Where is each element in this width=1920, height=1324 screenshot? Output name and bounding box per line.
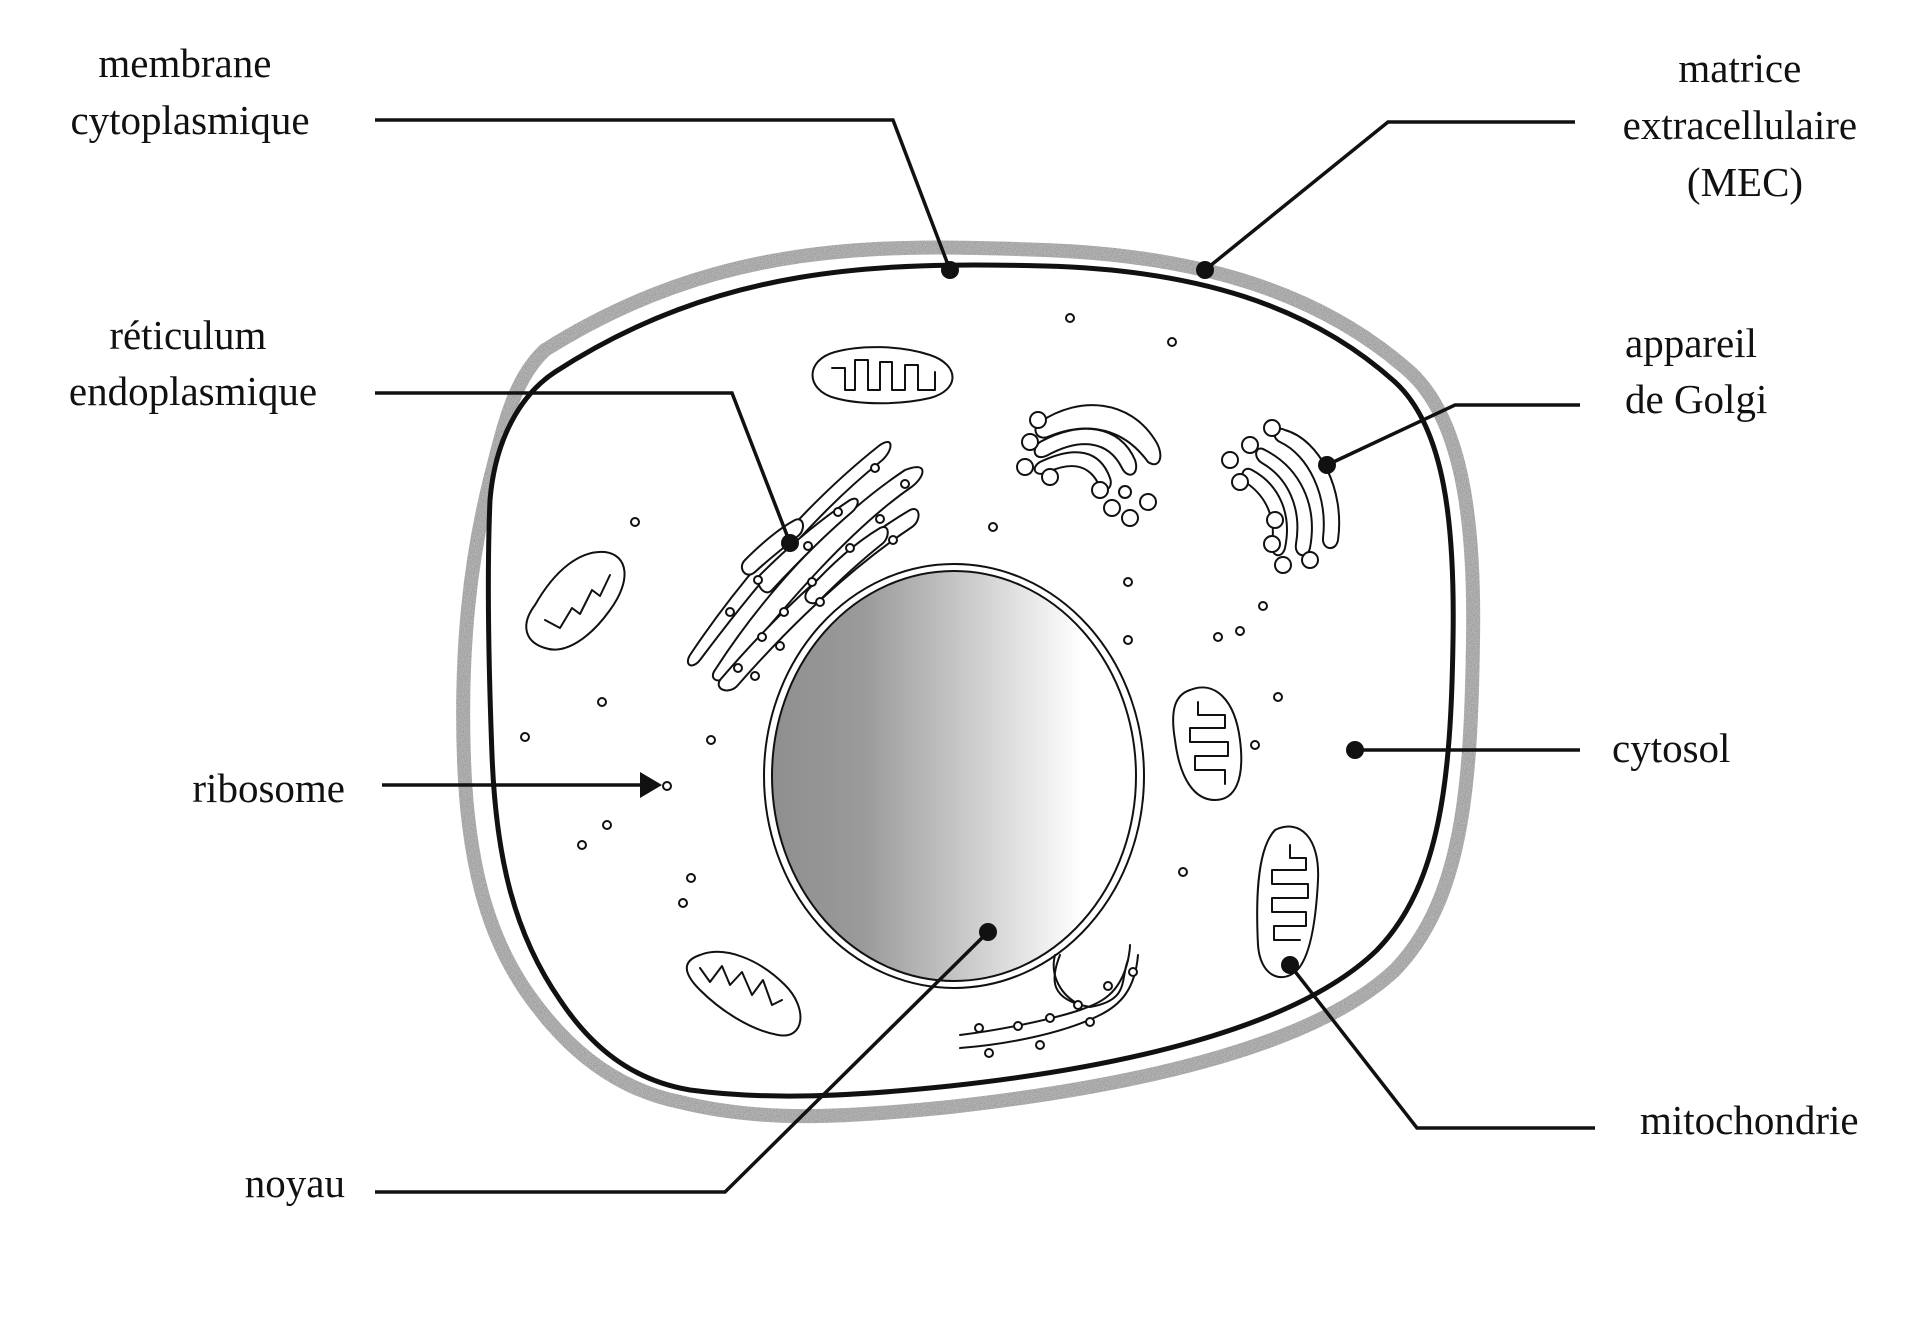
label-membrane: membrane cytoplasmique — [70, 40, 309, 143]
dot-golgi — [1318, 456, 1336, 474]
dot-reticulum — [781, 534, 799, 552]
label-reticulum: réticulum endoplasmique — [69, 312, 317, 414]
label-nucleus: noyau — [245, 1160, 345, 1206]
leader-reticulum — [375, 391, 792, 544]
label-cytosol: cytosol — [1612, 725, 1730, 771]
golgi-apparatus-right — [1221, 419, 1341, 574]
free-ribosomes — [520, 313, 1283, 908]
label-mitochondria: mitochondrie — [1640, 1097, 1859, 1143]
er-ribosomes — [725, 463, 910, 681]
leader-mitochondria — [1288, 963, 1595, 1130]
ribosome-arrowhead — [640, 772, 662, 798]
label-ribosome: ribosome — [192, 765, 345, 811]
mitochondrion-left — [525, 550, 626, 651]
leader-dots — [781, 261, 1364, 974]
dot-cytosol — [1346, 741, 1364, 759]
mitochondrion-top — [811, 346, 954, 405]
dot-nucleus — [979, 923, 997, 941]
golgi-apparatus-center — [1016, 404, 1162, 527]
leader-nucleus — [375, 930, 990, 1194]
er-extension — [959, 944, 1139, 1058]
leader-matrix — [1203, 120, 1575, 272]
leader-membrane — [375, 118, 952, 271]
dot-matrix — [1196, 261, 1214, 279]
mitochondrion-right-middle — [1172, 686, 1243, 801]
extracellular-matrix — [456, 240, 1481, 1124]
label-golgi: appareil de Golgi — [1625, 320, 1767, 422]
mitochondrion-right-lower — [1256, 825, 1320, 978]
nucleus — [763, 563, 1145, 989]
labels: membrane cytoplasmique matrice extracell… — [69, 40, 1868, 1206]
dot-membrane — [941, 261, 959, 279]
label-matrix: matrice extracellulaire (MEC) — [1623, 45, 1868, 205]
leader-golgi — [1326, 403, 1580, 467]
dot-mitochondria — [1281, 956, 1299, 974]
mitochondrion-bottom-left — [685, 950, 802, 1037]
leader-lines — [375, 118, 1595, 1194]
